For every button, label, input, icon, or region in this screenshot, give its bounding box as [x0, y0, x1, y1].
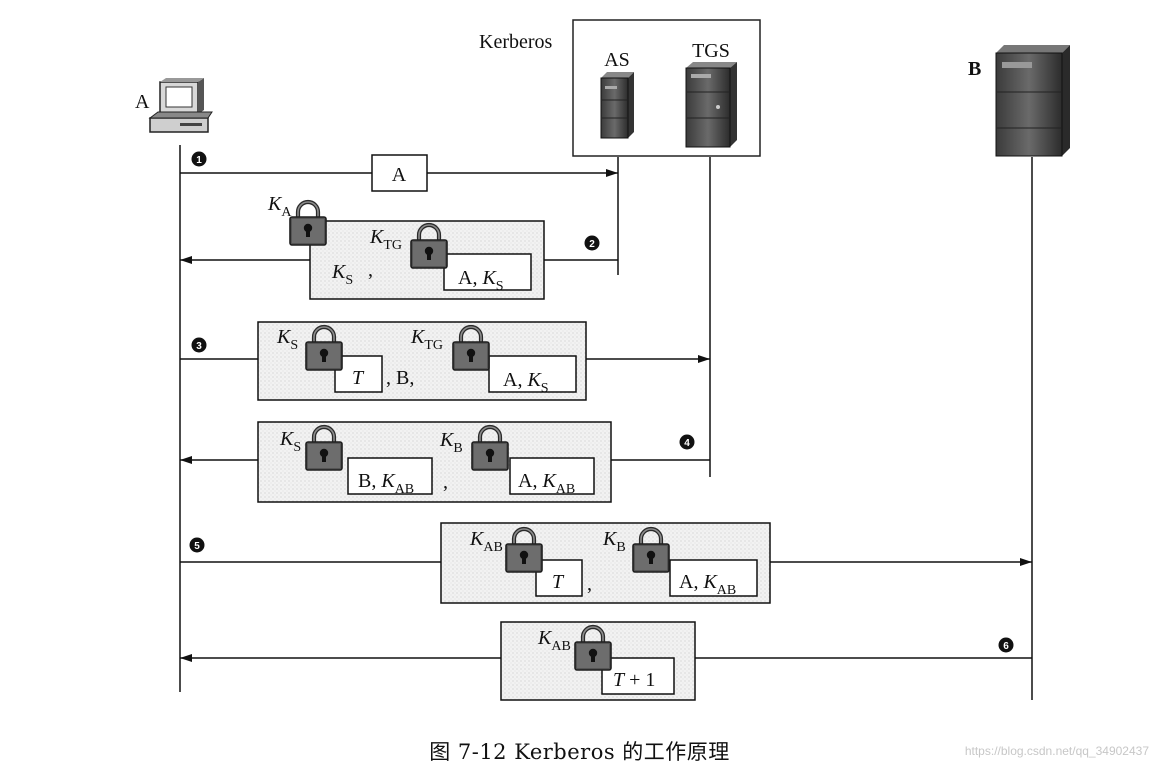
step-badge-6: [998, 637, 1014, 653]
step-number: 5: [194, 541, 200, 552]
content-box: [334, 355, 383, 393]
lock-icon: [290, 202, 326, 245]
kerberos-label: Kerberos: [479, 31, 553, 53]
server-b-icon: [995, 45, 1070, 157]
ticket-box: [488, 355, 577, 393]
step-badge-4: [679, 434, 695, 450]
key-label: KTG: [410, 326, 443, 353]
separator: ,: [368, 259, 373, 281]
client-computer-icon: [148, 78, 213, 133]
key-label: KS: [279, 428, 301, 455]
step-badge-1: [191, 151, 207, 167]
key-label: KB: [439, 429, 463, 456]
step-number: 4: [684, 438, 690, 449]
separator: ,: [443, 471, 448, 493]
ticket-box: [509, 457, 595, 495]
message-1-text: A: [392, 164, 407, 186]
key-label: KS: [331, 261, 353, 288]
content-text: T + 1: [613, 669, 655, 691]
server-label: B: [968, 58, 981, 80]
key-label: KTG: [369, 226, 402, 253]
content-text: B, KAB: [358, 470, 414, 497]
key-label: KB: [602, 528, 626, 555]
step-number: 2: [589, 239, 595, 250]
key-label: KA: [267, 193, 292, 220]
content-box: [347, 457, 433, 495]
ticket-content: A, KAB: [518, 470, 575, 497]
content-text: T: [352, 367, 365, 389]
content-box: [601, 657, 675, 695]
message-3: 3 KS T , B, KTG A, KS: [180, 321, 710, 401]
key-label: KS: [276, 326, 298, 353]
content-text: T: [552, 571, 565, 593]
figure-caption: 图 7-12 Kerberos 的工作原理: [429, 740, 730, 764]
message-1-box: [371, 154, 428, 192]
tgs-label: TGS: [692, 40, 730, 62]
as-label: AS: [604, 49, 630, 71]
client-label: A: [135, 91, 150, 113]
as-server-icon: [600, 72, 634, 139]
message-1: 1 A: [180, 151, 618, 192]
ticket-content: A, KS: [458, 267, 504, 294]
separator: ,: [587, 573, 592, 595]
separator: , B,: [386, 367, 414, 389]
step-number: 3: [196, 341, 202, 352]
step-badge-5: [189, 537, 205, 553]
message-5: 5 KAB T , KB A, KAB: [180, 522, 1032, 604]
step-badge-3: [191, 337, 207, 353]
step-badge-2: [584, 235, 600, 251]
content-box: [535, 559, 583, 597]
ticket-content: A, KS: [503, 369, 549, 396]
step-number: 1: [196, 155, 202, 166]
tgs-server-icon: [685, 62, 737, 148]
key-label: KAB: [537, 627, 571, 654]
ticket-content: A, KAB: [679, 571, 736, 598]
ticket-box: [669, 559, 758, 597]
key-label: KAB: [469, 528, 503, 555]
step-number: 6: [1003, 641, 1009, 652]
message-2: 2 KA KS , KTG A, KS: [180, 193, 618, 300]
message-6: 6 KAB T + 1: [180, 621, 1032, 701]
watermark: https://blog.csdn.net/qq_34902437: [964, 744, 1149, 758]
message-4: 4 KS B, KAB , KB A, KAB: [180, 421, 710, 503]
ticket-box: [443, 253, 532, 291]
kerberos-diagram: Kerberos AS TGS A B: [135, 19, 1070, 701]
